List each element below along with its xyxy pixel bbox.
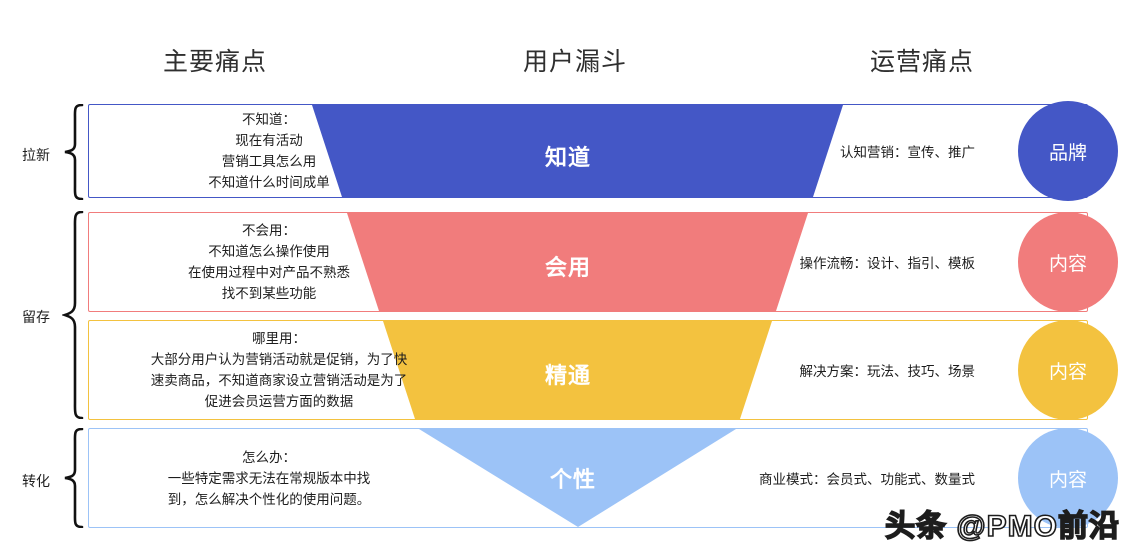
- brace-acquisition: [62, 104, 84, 200]
- pain-line: 现在有活动: [235, 133, 303, 148]
- pain-text-master: 哪里用： 大部分用户认为营销活动就是促销，为了快 速卖商品，不知道商家设立营销活…: [79, 321, 479, 419]
- pain-line: 在使用过程中对产品不熟悉: [188, 265, 350, 280]
- pain-line: 不知道：: [242, 112, 296, 127]
- funnel-label-master: 精通: [545, 363, 592, 388]
- funnel-label-can-use: 会用: [545, 255, 592, 280]
- pain-line: 速卖商品，不知道商家设立营销活动是为了: [150, 373, 408, 388]
- pain-text-personalize: 怎么办： 一些特定需求无法在常规版本中找 到，怎么解决个性化的使用问题。: [89, 429, 449, 527]
- funnel-label-know: 知道: [545, 145, 592, 170]
- pain-line: 到，怎么解决个性化的使用问题。: [167, 491, 371, 507]
- stage-label-acquisition: 拉新: [22, 147, 50, 163]
- column-header-ops-points: 运营痛点: [870, 48, 975, 76]
- pain-line: 不知道什么时间成单: [208, 175, 330, 190]
- pain-text-know: 不知道： 现在有活动 营销工具怎么用 不知道什么时间成单: [89, 105, 449, 197]
- brace-retention: [62, 211, 84, 419]
- outcome-circle-brand[interactable]: 品牌: [1018, 101, 1118, 201]
- outcome-circle-content-3[interactable]: 内容: [1018, 320, 1118, 420]
- ops-text-master: 解决方案：玩法、技巧、场景: [799, 364, 976, 379]
- pain-line: 不会用：: [242, 223, 296, 238]
- outcome-circle-content-4[interactable]: 内容: [1018, 428, 1118, 528]
- watermark: 头条 @PMO前沿: [884, 509, 1120, 544]
- pain-line: 一些特定需求无法在常规版本中找: [167, 470, 371, 486]
- pain-line: 促进会员运营方面的数据: [204, 394, 354, 409]
- outcome-circle-label: 内容: [1048, 253, 1087, 275]
- pain-text-can-use: 不会用： 不知道怎么操作使用 在使用过程中对产品不熟悉 找不到某些功能: [89, 213, 449, 311]
- outcome-circle-label: 品牌: [1048, 142, 1087, 164]
- ops-text-can-use: 操作流畅：设计、指引、模板: [799, 256, 976, 271]
- column-header-user-funnel: 用户漏斗: [523, 48, 628, 76]
- stage-label-conversion: 转化: [22, 473, 50, 489]
- stage-label-retention: 留存: [22, 309, 50, 325]
- ops-text-know: 认知营销：宣传、推广: [840, 145, 975, 160]
- pain-line: 哪里用：: [252, 331, 306, 346]
- column-header-pain-points: 主要痛点: [163, 48, 268, 76]
- funnel-label-personalize: 个性: [550, 467, 597, 492]
- ops-text-personalize: 商业模式：会员式、功能式、数量式: [759, 472, 975, 487]
- pain-line: 找不到某些功能: [221, 286, 317, 301]
- outcome-circle-label: 内容: [1048, 361, 1087, 383]
- brace-conversion: [62, 428, 84, 528]
- pain-line: 营销工具怎么用: [221, 154, 317, 169]
- pain-line: 不知道怎么操作使用: [208, 244, 330, 259]
- outcome-circle-label: 内容: [1048, 469, 1087, 491]
- outcome-circle-content-2[interactable]: 内容: [1018, 212, 1118, 312]
- pain-line: 怎么办：: [242, 449, 296, 465]
- pain-line: 大部分用户认为营销活动就是促销，为了快: [150, 352, 408, 367]
